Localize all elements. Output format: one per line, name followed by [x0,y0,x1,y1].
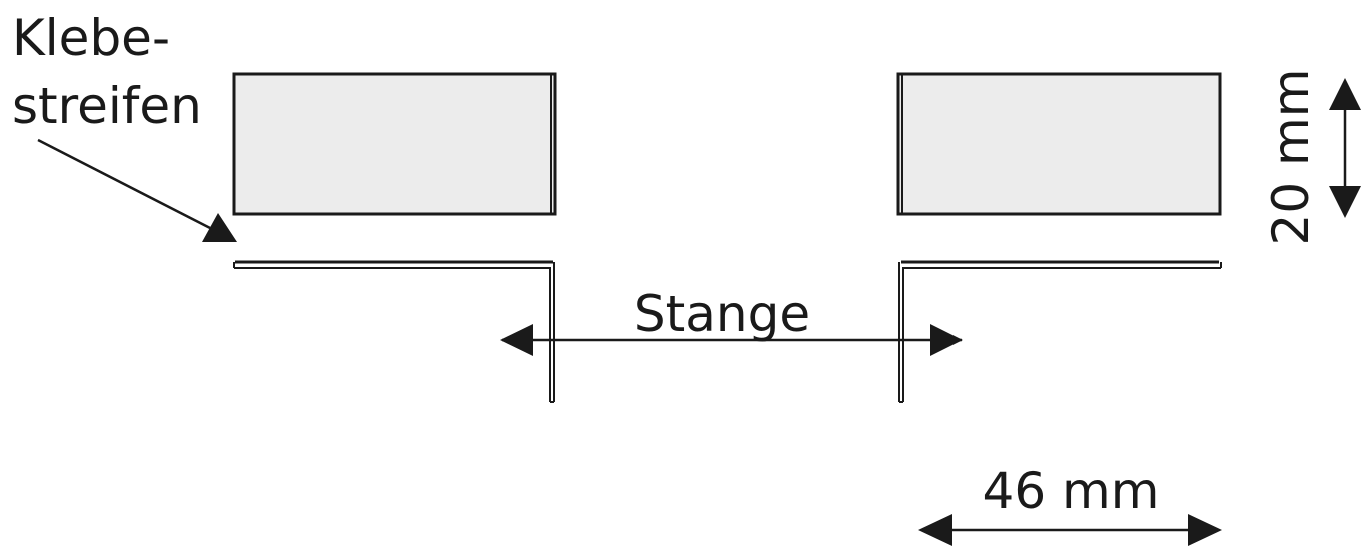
left-adhesive-panel [232,72,557,216]
right-adhesive-panel [896,72,1222,216]
width-arrowheads [918,514,1222,546]
adhesive-label-line2: streifen [12,77,202,135]
width-label: 46 mm [983,462,1160,520]
adhesive-label-line1: Klebe- [12,9,170,67]
adhesive-leader-line [37,138,211,230]
left-bracket [233,260,555,403]
height-label: 20 mm [1262,69,1320,246]
rod-label: Stange [634,285,810,343]
adhesive-leader-arrowhead [202,213,237,242]
right-bracket [898,260,1222,403]
height-arrowheads [1329,78,1361,218]
